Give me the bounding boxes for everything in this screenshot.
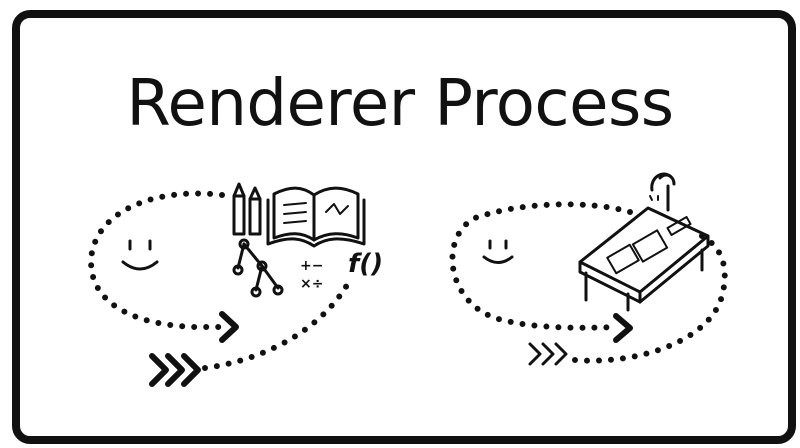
math-operators-icon: +− ×÷ bbox=[300, 258, 323, 292]
loop-arrow-head bbox=[616, 316, 630, 340]
triple-chevron-icon bbox=[152, 356, 198, 384]
tree-graph-icon bbox=[234, 240, 282, 296]
pencils-icon bbox=[234, 184, 260, 234]
svg-text:+−: +− bbox=[300, 258, 323, 274]
smiley-face-icon bbox=[484, 241, 512, 263]
triple-chevron-icon bbox=[530, 344, 566, 364]
right-scene bbox=[452, 174, 724, 364]
loop-arrow-icon bbox=[452, 204, 630, 327]
smiley-face-icon bbox=[123, 241, 157, 269]
left-scene: +− ×÷ f() bbox=[91, 184, 383, 384]
function-icon: f() bbox=[348, 249, 383, 279]
svg-text:×÷: ×÷ bbox=[300, 276, 323, 292]
trailing-dotted-path bbox=[205, 285, 347, 368]
loop-arrow-icon bbox=[91, 193, 225, 327]
open-book-icon bbox=[268, 188, 364, 246]
desk-lamp-icon bbox=[650, 174, 674, 210]
desk-icon bbox=[580, 208, 708, 310]
loop-arrow-head bbox=[222, 314, 236, 340]
